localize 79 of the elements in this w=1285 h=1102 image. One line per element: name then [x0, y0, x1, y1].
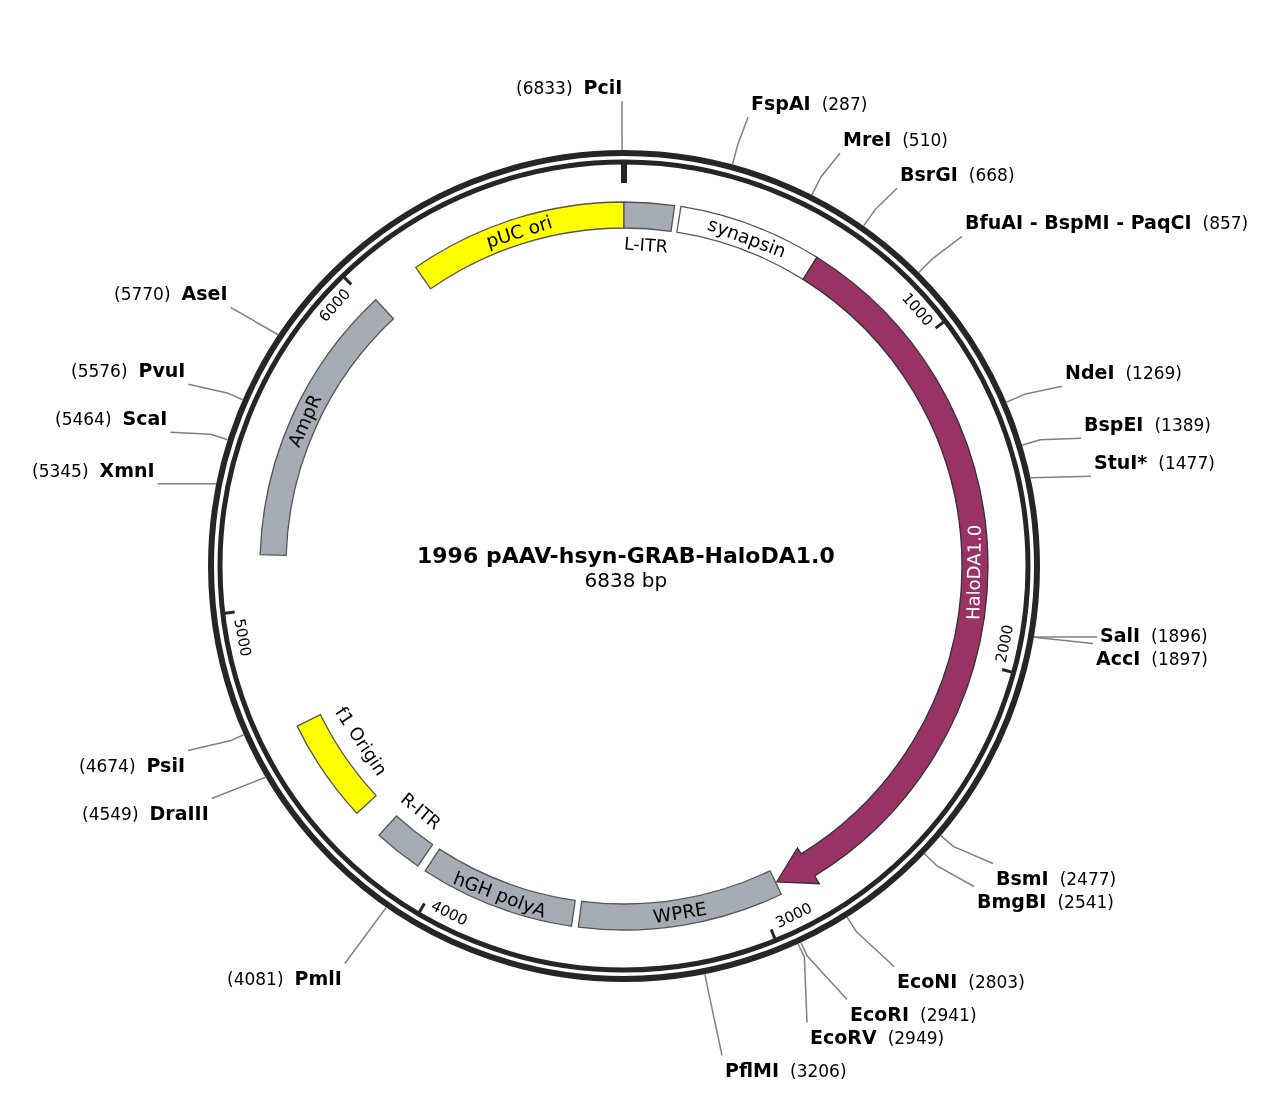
leader-line	[621, 100, 623, 151]
enzyme-name: PmlI	[294, 966, 342, 990]
leader-line	[169, 431, 229, 441]
leader-line	[210, 776, 267, 800]
site-position: (1269)	[1125, 362, 1182, 383]
enzyme-name: PciI	[583, 75, 623, 99]
site-position: (5576)	[71, 360, 128, 381]
leader-line	[800, 941, 848, 1001]
enzyme-name: AccI	[1096, 646, 1141, 670]
enzyme-name: BfuAI - BspMI - PaqCI	[965, 210, 1192, 234]
leader-line	[187, 383, 244, 401]
feature-label: WPRE	[651, 897, 709, 928]
leader-line	[797, 943, 808, 1024]
site-position: (2803)	[968, 971, 1025, 992]
site-position: (5345)	[32, 460, 89, 481]
site-position: (3206)	[790, 1060, 847, 1081]
leader-line	[811, 152, 841, 196]
site-position: (1896)	[1151, 625, 1208, 646]
tick-label: 4000	[427, 897, 470, 930]
site-position: (857)	[1202, 212, 1249, 233]
leader-line	[1029, 475, 1092, 479]
enzyme-name: PsiI	[146, 753, 185, 777]
site-position: (1897)	[1151, 648, 1208, 669]
enzyme-name: StuI*	[1094, 450, 1148, 474]
feature-label: HaloDA1.0	[963, 524, 987, 620]
leader-line	[862, 187, 898, 227]
enzyme-name: PvuI	[138, 358, 186, 382]
enzyme-name: XmnI	[99, 458, 155, 482]
leader-line	[731, 116, 749, 166]
enzyme-name: SalI	[1100, 623, 1141, 647]
leader-line	[1005, 385, 1063, 403]
leader-line	[918, 235, 963, 274]
enzyme-name: AseI	[181, 281, 228, 305]
leader-line	[704, 973, 723, 1057]
site-position: (4081)	[227, 968, 284, 989]
enzyme-name: BsmI	[996, 866, 1049, 890]
site-position: (510)	[902, 129, 948, 150]
enzyme-name: FspAI	[751, 91, 811, 115]
site-position: (4674)	[79, 755, 136, 776]
leader-line	[187, 733, 245, 752]
enzyme-name: EcoRV	[810, 1025, 877, 1049]
site-position: (668)	[968, 164, 1015, 185]
leader-line	[1033, 636, 1094, 645]
tick-label: 2000	[993, 623, 1018, 664]
enzyme-name: EcoNI	[897, 969, 958, 993]
enzyme-name: PflMI	[725, 1058, 779, 1082]
leader-line	[1033, 636, 1098, 638]
enzyme-name: MreI	[843, 127, 892, 151]
feature-label: pUC ori	[483, 210, 555, 252]
site-position: (2949)	[887, 1027, 945, 1048]
site-position: (287)	[821, 93, 868, 114]
enzyme-name: BspEI	[1084, 412, 1144, 436]
site-position: (5464)	[55, 408, 112, 429]
enzyme-name: NdeI	[1065, 360, 1115, 384]
site-position: (1389)	[1154, 414, 1211, 435]
plasmid-title: 1996 pAAV-hsyn-GRAB-HaloDA1.0	[417, 542, 835, 568]
plasmid-size: 6838 bp	[584, 568, 668, 592]
site-position: (5770)	[114, 283, 171, 304]
leader-line	[344, 906, 387, 965]
leader-line	[1021, 437, 1082, 446]
enzyme-name: BsrGI	[900, 162, 958, 186]
site-position: (2541)	[1057, 891, 1114, 912]
leader-line	[229, 306, 279, 336]
leader-line	[940, 834, 994, 865]
tick-label: 5000	[229, 617, 254, 658]
tick-label: 3000	[772, 900, 815, 933]
leader-line	[923, 853, 975, 888]
site-position: (4549)	[82, 803, 139, 824]
site-position: (6833)	[516, 77, 573, 98]
enzyme-name: BmgBI	[977, 889, 1047, 913]
enzyme-name: DraIII	[149, 801, 209, 825]
leader-line	[156, 483, 217, 485]
enzyme-name: EcoRI	[850, 1002, 909, 1026]
site-position: (1477)	[1158, 452, 1215, 473]
leader-line	[846, 916, 895, 968]
site-position: (2477)	[1059, 868, 1117, 889]
site-position: (2941)	[920, 1004, 977, 1025]
feature-label: L-ITR	[623, 233, 669, 257]
enzyme-name: ScaI	[122, 406, 168, 430]
